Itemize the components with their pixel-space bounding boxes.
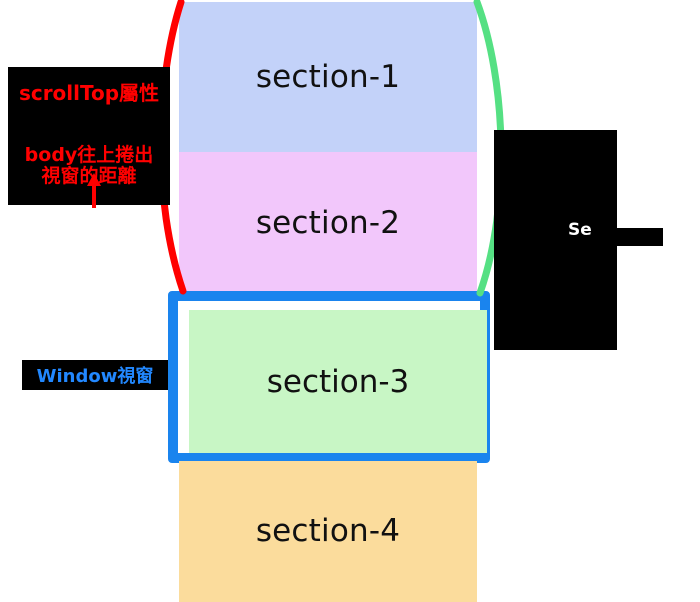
- window-viewport-frame: section-3: [168, 291, 490, 463]
- section-2-label: section-2: [255, 204, 401, 241]
- scrolltop-description-line-1: body往上捲出: [24, 144, 154, 166]
- scrolltop-description: body往上捲出 視窗的距離: [8, 144, 170, 188]
- section-3-label: section-3: [266, 363, 410, 400]
- scrollheight-callout-label: Se: [568, 220, 592, 240]
- scrolltop-callout: scrollTop屬性 body往上捲出 視窗的距離: [8, 67, 170, 208]
- scrollheight-callout: Se: [494, 130, 617, 350]
- section-4-label: section-4: [255, 513, 401, 549]
- section-2-block: section-2: [179, 152, 477, 293]
- window-callout: Window視窗: [22, 360, 168, 390]
- section-4-block: section-4: [179, 461, 477, 602]
- section-1-block: section-1: [179, 2, 477, 152]
- up-arrow-icon: [87, 173, 101, 208]
- scrolltop-title-label: scrollTop屬性: [18, 81, 160, 105]
- section-1-label: section-1: [255, 59, 401, 95]
- scrolltop-description-line-2: 視窗的距離: [41, 165, 137, 188]
- window-callout-label: Window視窗: [36, 366, 154, 387]
- section-3-block: section-3: [189, 310, 487, 453]
- scrollheight-label-occluder: [599, 228, 663, 246]
